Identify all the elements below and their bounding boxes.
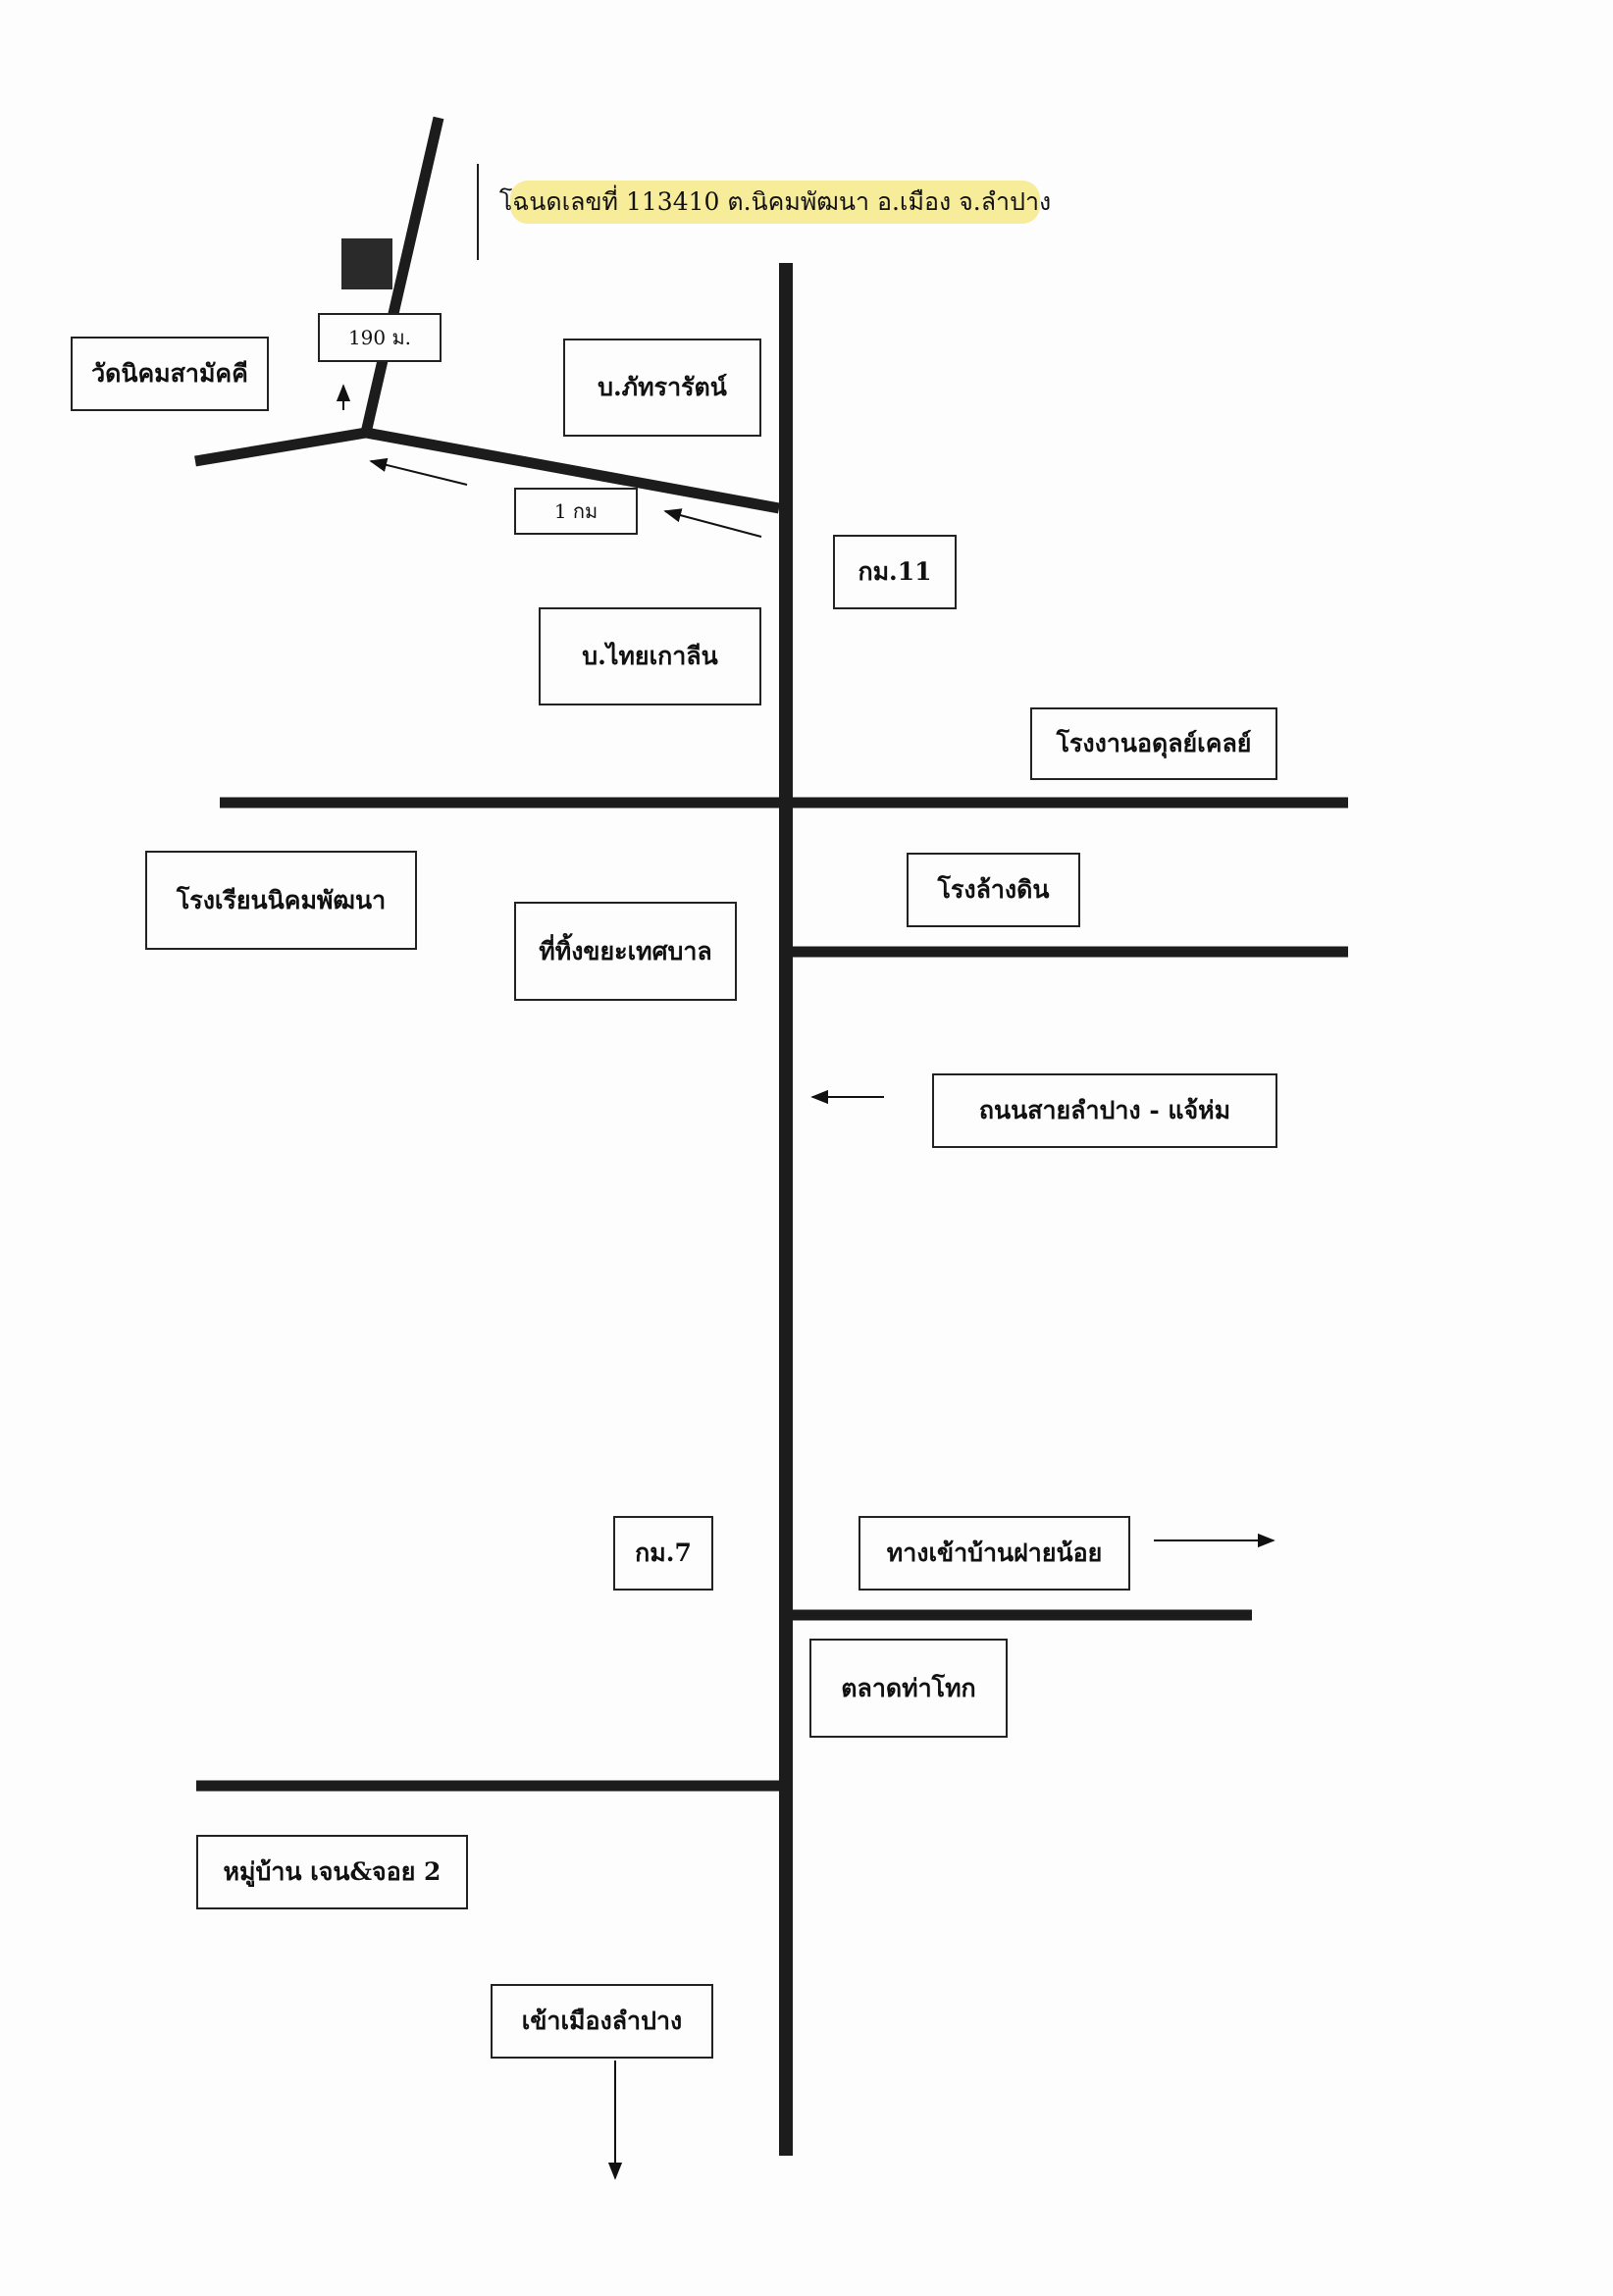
- clay-wash-plant-label: โรงล้างดิน: [907, 853, 1080, 927]
- km11-label: กม.11: [833, 535, 957, 609]
- land-parcel-marker: [341, 238, 392, 289]
- side-road-to-temple: [365, 427, 780, 514]
- distance-190m-label: 190 ม.: [318, 313, 442, 362]
- arrow-west-upper-icon: [369, 457, 468, 486]
- tha-thok-market-label: ตลาดท่าโทก: [809, 1639, 1008, 1738]
- atul-clay-factory-label: โรงงานอดุลย์เคลย์: [1030, 707, 1277, 780]
- baan-phattararat-label: บ.ภัทรารัตน์: [563, 339, 761, 437]
- side-road-upper-left: [194, 427, 367, 467]
- fai-noi-entrance-label: ทางเข้าบ้านฝายน้อย: [859, 1516, 1130, 1591]
- baan-thai-kaolin-label: บ.ไทยเกาลีน: [539, 607, 761, 705]
- nikhom-school-label: โรงเรียนนิคมพัฒนา: [145, 851, 417, 950]
- arrow-west-1km-icon: [663, 508, 762, 538]
- deed-title: โฉนดเลขที่ 113410 ต.นิคมพัฒนา อ.เมือง จ.…: [499, 181, 1051, 224]
- access-road-north: [360, 116, 444, 435]
- jen-joy-village-label: หมู่บ้าน เจน&จอย 2: [196, 1835, 468, 1909]
- km7-label: กม.7: [613, 1516, 713, 1591]
- to-lampang-city-label: เข้าเมืองลำปาง: [491, 1984, 713, 2059]
- municipal-dump-label: ที่ทิ้งขยะเทศบาล: [514, 902, 737, 1001]
- road-name-label: ถนนสายลำปาง - แจ้ห่ม: [932, 1073, 1277, 1148]
- wat-nikhom-label: วัดนิคมสามัคคี: [71, 337, 269, 411]
- distance-1km-label: 1 กม: [514, 488, 638, 535]
